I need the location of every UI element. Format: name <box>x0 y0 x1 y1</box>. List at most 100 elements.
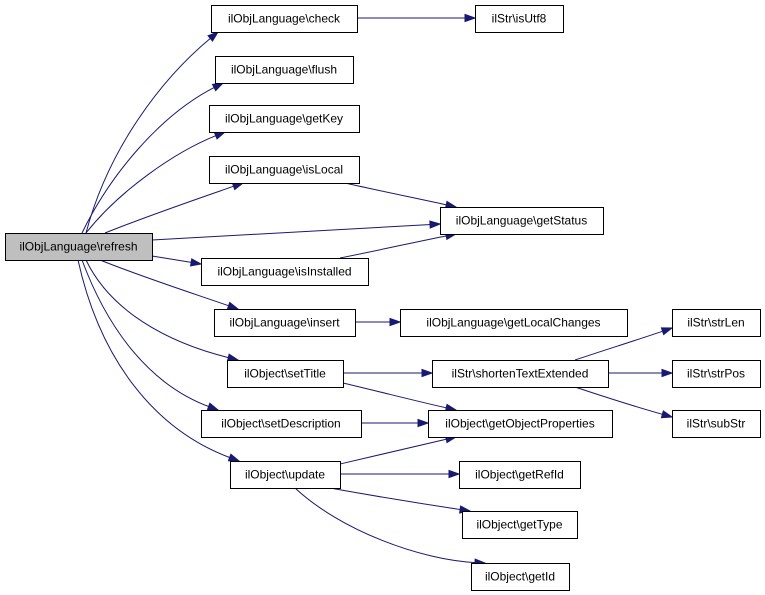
edge-isInstalled-to-getStatus <box>339 231 458 259</box>
node-label: ilObjLanguage\refresh <box>19 240 137 254</box>
node-label: ilObject\getRefId <box>475 468 564 482</box>
node-getType[interactable]: ilObject\getType <box>462 511 578 539</box>
node-box <box>428 410 613 438</box>
node-getId[interactable]: ilObject\getId <box>471 563 570 591</box>
node-strPos[interactable]: ilStr\strPos <box>672 360 761 388</box>
arrowhead-icon <box>389 317 402 327</box>
edge-line <box>151 255 193 264</box>
node-setTitle[interactable]: ilObject\setTitle <box>227 360 344 388</box>
arrowhead-icon <box>660 327 674 336</box>
arrowhead-icon <box>660 410 674 419</box>
node-getStatus[interactable]: ilObjLanguage\getStatus <box>440 207 604 235</box>
arrowhead-icon <box>189 258 203 267</box>
edge-line <box>342 382 448 409</box>
node-getObjectProperties[interactable]: ilObject\getObjectProperties <box>428 410 613 438</box>
edge-line <box>81 259 210 408</box>
node-box <box>215 56 354 84</box>
node-box <box>201 410 362 438</box>
edge-line <box>574 386 664 416</box>
edge-line <box>99 259 230 307</box>
node-box <box>672 360 761 388</box>
node-label: ilObjLanguage\getLocalChanges <box>426 316 600 330</box>
node-getLocalChanges[interactable]: ilObjLanguage\getLocalChanges <box>400 309 628 337</box>
node-box <box>201 258 369 286</box>
arrowhead-icon <box>421 368 434 378</box>
node-box <box>459 461 581 489</box>
node-getRefId[interactable]: ilObject\getRefId <box>459 461 581 489</box>
arrowhead-icon <box>227 453 241 462</box>
edge-line <box>85 259 230 359</box>
edge-setDescription-to-getObjectProperties <box>361 418 430 428</box>
edge-update-to-getRefId <box>340 469 461 479</box>
edge-shortenTextExtended-to-strLen <box>574 327 674 361</box>
arrowhead-icon <box>417 418 430 428</box>
edge-line <box>574 330 664 361</box>
edge-refresh-to-getStatus <box>151 220 442 241</box>
node-box <box>475 5 564 33</box>
edge-setTitle-to-shortenTextExtended <box>343 368 434 378</box>
edge-refresh-to-getKey <box>85 131 227 234</box>
node-box <box>230 461 341 489</box>
node-box <box>5 233 153 261</box>
arrowhead-icon <box>429 220 442 229</box>
node-label: ilStr\shortenTextExtended <box>452 367 589 381</box>
edge-refresh-to-isLocal <box>104 182 245 234</box>
edge-update-to-getId <box>294 487 487 567</box>
node-box <box>471 563 570 591</box>
call-graph-edges <box>77 13 674 567</box>
edge-line <box>85 134 217 234</box>
node-label: ilObjLanguage\flush <box>231 63 337 77</box>
node-label: ilObject\update <box>245 468 325 482</box>
node-insert[interactable]: ilObjLanguage\insert <box>214 309 356 337</box>
node-box <box>440 207 604 235</box>
edge-shortenTextExtended-to-strPos <box>608 368 674 378</box>
arrowhead-icon <box>464 13 477 23</box>
edge-line <box>77 259 231 459</box>
edge-line <box>344 182 448 206</box>
node-strLen[interactable]: ilStr\strLen <box>672 309 761 337</box>
node-isInstalled[interactable]: ilObjLanguage\isInstalled <box>201 258 369 286</box>
node-label: ilObjLanguage\isLocal <box>225 163 343 177</box>
edge-refresh-to-setDescription <box>81 259 220 411</box>
node-subStr[interactable]: ilStr\subStr <box>672 410 761 438</box>
node-isUtf8[interactable]: ilStr\isUtf8 <box>475 5 564 33</box>
node-label: ilStr\isUtf8 <box>492 12 547 26</box>
node-update[interactable]: ilObject\update <box>230 461 341 489</box>
node-label: ilObjLanguage\isInstalled <box>217 265 351 279</box>
arrowhead-icon <box>226 353 240 362</box>
node-label: ilObjLanguage\check <box>228 12 341 26</box>
call-graph-nodes: ilObjLanguage\refresh ilObjLanguage\check… <box>5 5 761 591</box>
arrowhead-icon <box>207 31 220 42</box>
node-label: ilObjLanguage\getKey <box>225 112 343 126</box>
edge-line <box>294 487 477 564</box>
edge-check-to-isUtf8 <box>357 13 477 23</box>
node-label: ilObjLanguage\getStatus <box>456 214 587 228</box>
edge-line <box>151 223 432 241</box>
node-box <box>209 156 360 184</box>
node-getKey[interactable]: ilObjLanguage\getKey <box>209 105 360 133</box>
node-box <box>227 360 344 388</box>
node-label: ilStr\subStr <box>687 417 746 431</box>
node-isLocal[interactable]: ilObjLanguage\isLocal <box>209 156 360 184</box>
edge-refresh-to-flush <box>81 82 225 234</box>
node-label: ilObjLanguage\insert <box>229 316 340 330</box>
node-refresh[interactable]: ilObjLanguage\refresh <box>5 233 153 261</box>
node-box <box>214 309 356 337</box>
edge-refresh-to-insert <box>99 259 240 310</box>
node-box <box>211 5 358 33</box>
arrowhead-icon <box>213 131 227 140</box>
edge-line <box>329 487 462 511</box>
arrowhead-icon <box>226 301 240 310</box>
node-shortenTextExtended[interactable]: ilStr\shortenTextExtended <box>432 360 609 388</box>
node-setDescription[interactable]: ilObject\setDescription <box>201 410 362 438</box>
node-box <box>672 309 761 337</box>
node-label: ilObject\getType <box>476 518 562 532</box>
node-check[interactable]: ilObjLanguage\check <box>211 5 358 33</box>
edge-line <box>339 438 448 465</box>
node-box <box>400 309 628 337</box>
node-box <box>672 410 761 438</box>
node-flush[interactable]: ilObjLanguage\flush <box>215 56 354 84</box>
node-box <box>432 360 609 388</box>
node-label: ilObject\getId <box>485 570 555 584</box>
